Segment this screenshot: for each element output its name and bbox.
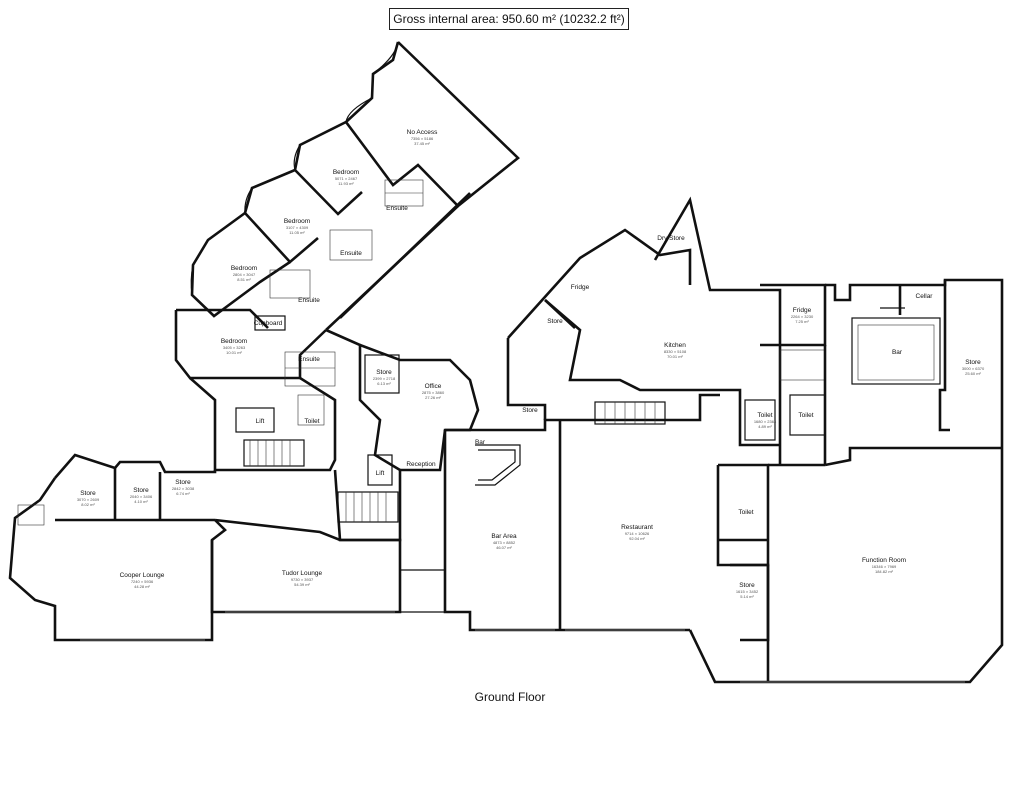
room-store-c-area: 6.74 m² (176, 491, 190, 496)
room-bedroom2-name: Bedroom (284, 218, 310, 225)
room-store-a-name: Store (80, 490, 96, 497)
room-bedroom3-area: 8.51 m² (237, 277, 251, 282)
bar-restaurant-block (443, 393, 720, 632)
room-store-b-name: Store (133, 487, 149, 494)
room-bedroom4-dims: 3405 × 3263 (223, 345, 246, 350)
room-bedroom1-name: Bedroom (333, 169, 359, 176)
room-bedroom3-dims: 2804 × 3047 (233, 272, 256, 277)
room-store-f-name: Store (547, 318, 563, 325)
room-store-b-dims: 2040 × 3406 (130, 494, 153, 499)
room-kitchen-dims: 8330 × 5108 (664, 349, 687, 354)
room-bedroom4-name: Bedroom (221, 338, 247, 345)
room-bar1-name: Bar (475, 439, 486, 446)
room-store-g-dims: 3000 × 6370 (962, 366, 985, 371)
room-bedroom4-area: 10.01 m² (226, 350, 242, 355)
room-store-h-dims: 1615 × 3452 (736, 589, 759, 594)
room-lift1-name: Lift (256, 418, 265, 425)
room-fridge2-name: Fridge (793, 307, 812, 314)
room-function-room-area: 184.82 m² (875, 569, 894, 574)
room-store-d-dims: 2399 × 2718 (373, 376, 396, 381)
lift-stair-block (189, 376, 337, 472)
function-room-block (688, 278, 1004, 684)
room-reception-name: Reception (406, 461, 436, 468)
bedroom-wing (174, 41, 520, 387)
room-tudor-lounge-dims: 9730 × 3937 (291, 577, 314, 582)
room-store-d-area: 6.13 m² (377, 381, 391, 386)
room-dry-store-name: Dry Store (657, 235, 685, 242)
room-ensuite3-name: Ensuite (298, 297, 320, 304)
room-kitchen-name: Kitchen (664, 342, 686, 349)
room-store-h-name: Store (739, 582, 755, 589)
room-bedroom2-area: 11.05 m² (289, 230, 305, 235)
room-office-area: 27.26 m² (425, 395, 441, 400)
room-labels: No Access 7356 × 5186 37.45 m² Bedroom 5… (77, 129, 985, 599)
room-store-h-area: 5.14 m² (740, 594, 754, 599)
room-function-room-name: Function Room (862, 557, 906, 564)
room-cooper-lounge-name: Cooper Lounge (120, 572, 165, 579)
room-store-e-name: Store (522, 407, 538, 414)
room-toilet-c-dims: 1680 × 2364 (754, 419, 777, 424)
room-bedroom3-name: Bedroom (231, 265, 257, 272)
room-toilet-d-name: Toilet (738, 509, 753, 516)
room-toilet-a-name: Toilet (304, 418, 319, 425)
central-block (325, 328, 480, 542)
west-block (8, 453, 445, 642)
room-store-a-area: 8.02 m² (81, 502, 95, 507)
room-function-room-dims: 16346 × 7969 (872, 564, 897, 569)
room-restaurant-name: Restaurant (621, 524, 653, 531)
room-store-c-name: Store (175, 479, 191, 486)
room-bar-area-dims: 4873 × 8852 (493, 540, 516, 545)
room-restaurant-area: 92.04 m² (629, 536, 645, 541)
room-bar-area-area: 46.07 m² (496, 545, 512, 550)
room-fridge2-dims: 2264 × 3230 (791, 314, 814, 319)
room-bedroom1-area: 11.93 m² (338, 181, 354, 186)
room-tudor-lounge-name: Tudor Lounge (282, 570, 323, 577)
room-ensuite1-name: Ensuite (386, 205, 408, 212)
room-store-g-name: Store (965, 359, 981, 366)
room-office-name: Office (425, 383, 442, 390)
room-ensuite2-name: Ensuite (340, 250, 362, 257)
room-restaurant-dims: 9714 × 10626 (625, 531, 650, 536)
room-store-b-area: 4.10 m² (134, 499, 148, 504)
room-fridge2-area: 7.25 m² (795, 319, 809, 324)
room-bar-area-name: Bar Area (491, 533, 517, 540)
room-cooper-lounge-area: 44.28 m² (134, 584, 150, 589)
room-fridge1-name: Fridge (571, 284, 590, 291)
room-toilet-c-name: Toilet (757, 412, 772, 419)
floor-label: Ground Floor (474, 690, 546, 704)
room-office-dims: 2875 × 3860 (422, 390, 445, 395)
room-bedroom2-dims: 3107 × 4309 (286, 225, 309, 230)
gross-area-label: Gross internal area: 950.60 m² (10232.2 … (389, 8, 629, 30)
room-cooper-lounge-dims: 7240 × 5936 (131, 579, 154, 584)
room-store-a-dims: 3070 × 2609 (77, 497, 100, 502)
room-bar2-name: Bar (892, 349, 903, 356)
room-toilet-b-name: Toilet (798, 412, 813, 419)
room-store-g-area: 25.60 m² (965, 371, 981, 376)
room-no-access-name: No Access (407, 129, 438, 136)
room-cellar-name: Cellar (916, 293, 934, 300)
room-no-access-area: 37.45 m² (414, 141, 430, 146)
room-ensuite4-name: Ensuite (298, 356, 320, 363)
room-bedroom1-dims: 5071 × 2467 (335, 176, 358, 181)
room-lift2-name: Lift (376, 470, 385, 477)
room-kitchen-area: 70.01 m² (667, 354, 683, 359)
room-store-c-dims: 2842 × 3038 (172, 486, 195, 491)
room-no-access-dims: 7356 × 5186 (411, 136, 434, 141)
room-tudor-lounge-area: 54.39 m² (294, 582, 310, 587)
room-cupboard-name: Cupboard (254, 320, 283, 327)
room-toilet-c-area: 4.89 m² (758, 424, 772, 429)
room-store-d-name: Store (376, 369, 392, 376)
